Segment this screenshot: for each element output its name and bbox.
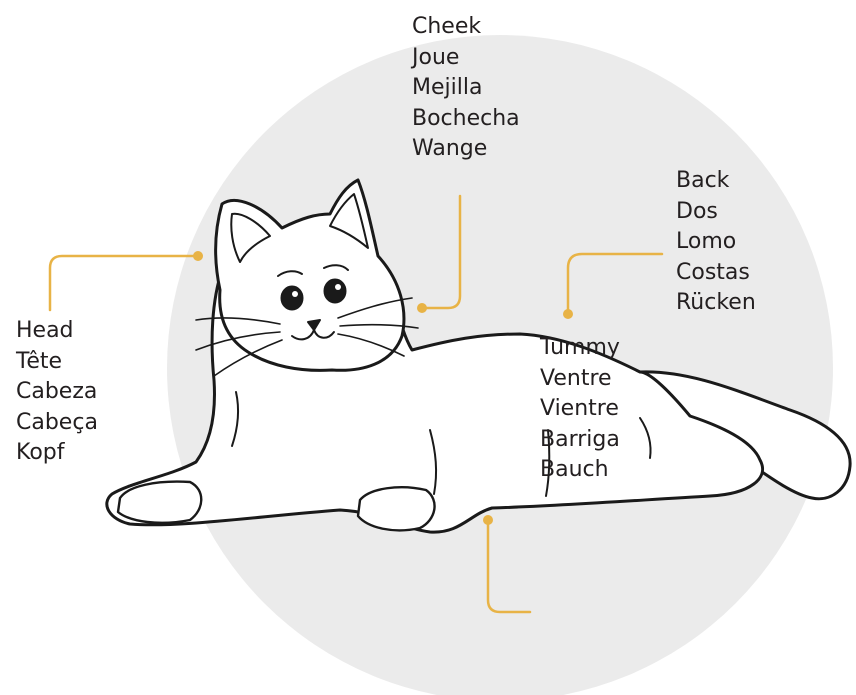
tummy-label-fr: Ventre [540,364,620,395]
head-label-es: Cabeza [16,377,98,408]
cheek-label-es: Mejilla [412,73,520,104]
cat-paw-right [358,487,435,530]
cheek-label-de: Wange [412,134,520,165]
tummy-label-es: Vientre [540,394,620,425]
tummy-label: Tummy Ventre Vientre Barriga Bauch [540,333,620,486]
tummy-label-pt: Barriga [540,425,620,456]
cat-eye-left [282,287,302,309]
head-label-de: Kopf [16,438,98,469]
cheek-label-pt: Bochecha [412,104,520,135]
cheek-label-fr: Joue [412,43,520,74]
tummy-label-de: Bauch [540,455,620,486]
head-label-fr: Tête [16,347,98,378]
back-label: Back Dos Lomo Costas Rücken [676,166,756,319]
back-label-de: Rücken [676,288,756,319]
cat-eye-right [325,280,345,302]
back-label-en: Back [676,166,756,197]
cheek-label: Cheek Joue Mejilla Bochecha Wange [412,12,520,165]
cheek-label-en: Cheek [412,12,520,43]
head-leader-dot [193,251,203,261]
back-label-pt: Costas [676,258,756,289]
head-label: Head Tête Cabeza Cabeça Kopf [16,316,98,469]
head-label-pt: Cabeça [16,408,98,439]
back-label-es: Lomo [676,227,756,258]
tummy-leader-dot [483,515,493,525]
back-leader-dot [563,309,573,319]
back-label-fr: Dos [676,197,756,228]
cheek-leader-dot [417,303,427,313]
tummy-label-en: Tummy [540,333,620,364]
head-label-en: Head [16,316,98,347]
